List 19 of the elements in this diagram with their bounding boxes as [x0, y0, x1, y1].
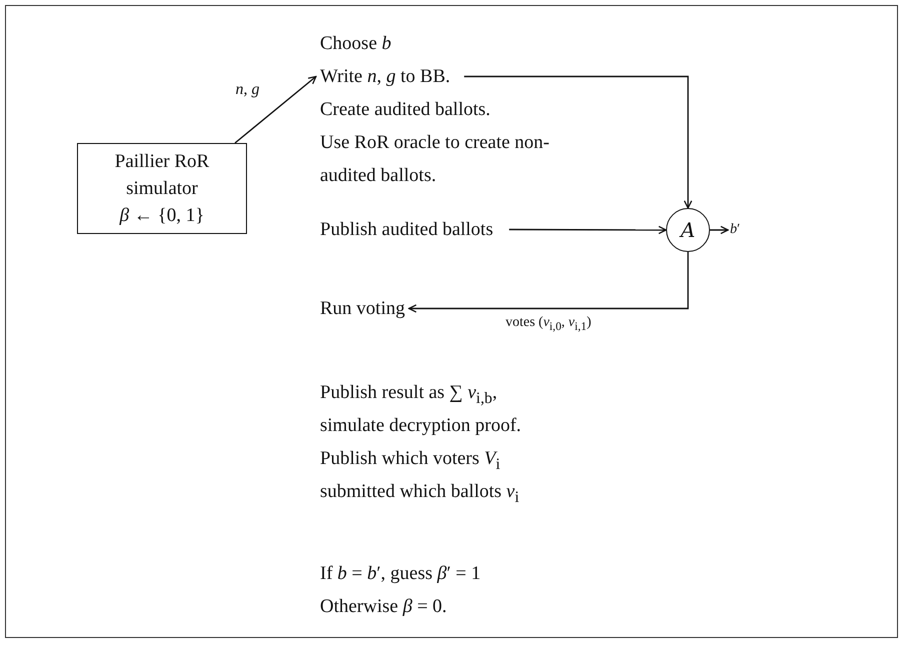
step-text: Publish result as ∑ v$_{i,b}$, simulate decryption proof. [320, 381, 522, 438]
arrow [509, 226, 667, 234]
arrow [408, 252, 689, 313]
process-box: Paillier RoR simulator β ← {0, 1} [77, 143, 247, 234]
arrow [234, 76, 317, 144]
output-text: b′ [730, 219, 740, 241]
step-text: Write n, g to BB. [320, 60, 450, 93]
step-text: Publish audited ballots [320, 213, 494, 246]
step-text: Choose b [320, 32, 392, 56]
step-text: Publish which voters V$_{i}$ submitted which ballots v$_{i}$ [320, 447, 520, 508]
step-text: If b = b′, guess β′ = 1 [320, 562, 482, 586]
arrow [710, 226, 729, 234]
step-text: Run voting [320, 292, 405, 325]
step-text: Use RoR oracle to create non-audited ballots. [320, 131, 550, 188]
adversary-circle: A [666, 208, 710, 252]
arrow [464, 76, 692, 209]
step-text: Create audited ballots. [320, 98, 492, 122]
edge-label: votes (v$_{i,0}$, v$_{i,1}$) [503, 314, 594, 330]
step-text: Otherwise β = 0. [320, 595, 448, 619]
